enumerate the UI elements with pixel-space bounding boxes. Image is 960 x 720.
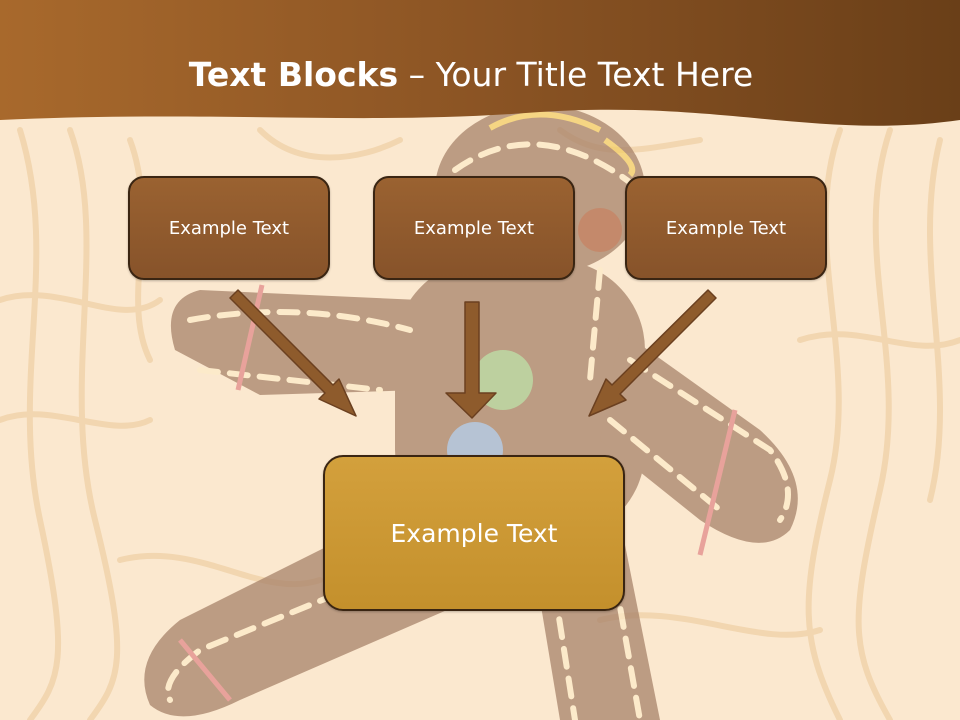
title-bold: Text Blocks (188, 55, 399, 94)
text-block-left-label: Example Text (168, 217, 290, 239)
title-rest: – Your Title Text Here (398, 55, 754, 94)
text-block-bottom-label: Example Text (390, 518, 558, 548)
text-block-left[interactable]: Example Text (128, 176, 330, 280)
text-block-center[interactable]: Example Text (373, 176, 575, 280)
text-block-right-label: Example Text (665, 217, 787, 239)
title-banner (0, 0, 960, 126)
text-block-bottom[interactable]: Example Text (323, 455, 625, 611)
text-block-right[interactable]: Example Text (625, 176, 827, 280)
slide-title: Text Blocks – Your Title Text Here (0, 52, 942, 98)
text-block-center-label: Example Text (413, 217, 535, 239)
